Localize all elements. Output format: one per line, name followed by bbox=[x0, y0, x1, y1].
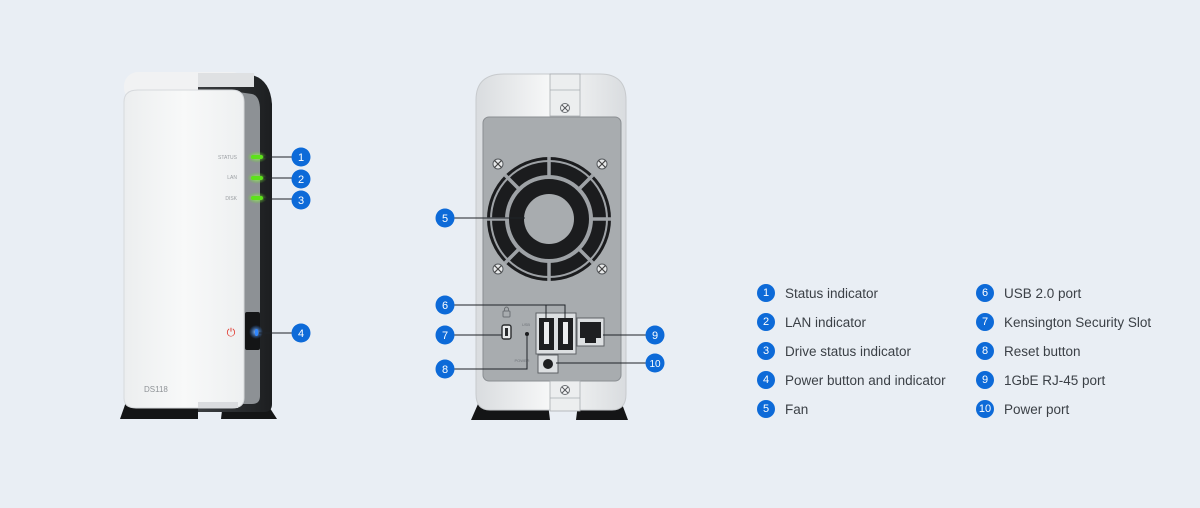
kensington-slot-hole bbox=[505, 328, 508, 336]
legend-item-status-indicator: 1 Status indicator bbox=[757, 284, 976, 302]
legend-label: Power port bbox=[1004, 401, 1070, 417]
legend-label: Reset button bbox=[1004, 343, 1081, 359]
power-jack bbox=[543, 359, 553, 369]
back-top-screw-icon bbox=[560, 103, 570, 113]
callout-10: 10 bbox=[645, 353, 665, 373]
svg-text:3: 3 bbox=[298, 195, 304, 207]
legend-item-reset-button: 8 Reset button bbox=[976, 342, 1176, 360]
legend-item-usb-port: 6 USB 2.0 port bbox=[976, 284, 1176, 302]
svg-text:8: 8 bbox=[442, 364, 448, 376]
legend-badge: 2 bbox=[757, 313, 775, 331]
panel-screw-top-left-icon bbox=[492, 158, 504, 170]
leader-line-6b bbox=[546, 304, 566, 318]
rj45-port-socket bbox=[580, 322, 601, 343]
model-label: DS118 bbox=[144, 385, 168, 394]
svg-text:5: 5 bbox=[442, 213, 448, 225]
nas-front-view: STATUS LAN DISK ⏻ DS118 bbox=[120, 72, 277, 419]
status-led bbox=[251, 155, 263, 159]
legend-label: Kensington Security Slot bbox=[1004, 314, 1152, 330]
callout-3: 3 bbox=[291, 190, 311, 210]
svg-text:1: 1 bbox=[298, 152, 304, 164]
front-panel-divider bbox=[198, 402, 238, 408]
svg-text:6: 6 bbox=[442, 300, 448, 312]
legend-label: 1GbE RJ-45 port bbox=[1004, 372, 1106, 388]
panel-screw-bottom-right-icon bbox=[596, 263, 608, 275]
reset-pinhole bbox=[525, 332, 529, 336]
callout-9: 9 bbox=[645, 325, 665, 345]
legend-badge: 9 bbox=[976, 371, 994, 389]
usb-port-label: USB bbox=[522, 322, 531, 327]
svg-text:9: 9 bbox=[652, 330, 658, 342]
led-label-status: STATUS bbox=[218, 155, 238, 161]
back-bottom-screw-icon bbox=[560, 385, 570, 395]
svg-text:7: 7 bbox=[442, 330, 448, 342]
legend-item-kensington-slot: 7 Kensington Security Slot bbox=[976, 313, 1176, 331]
legend-item-lan-indicator: 2 LAN indicator bbox=[757, 313, 976, 331]
svg-text:4: 4 bbox=[298, 328, 304, 340]
legend-label: USB 2.0 port bbox=[1004, 285, 1082, 301]
callout-4: 4 bbox=[291, 323, 311, 343]
svg-text:10: 10 bbox=[649, 359, 661, 370]
panel-screw-top-right-icon bbox=[596, 158, 608, 170]
power-icon: ⏻ bbox=[227, 327, 236, 339]
led-label-disk: DISK bbox=[225, 196, 237, 202]
legend-label: Status indicator bbox=[785, 285, 879, 301]
legend-item-power-button: 4 Power button and indicator bbox=[757, 371, 976, 389]
leader-lines bbox=[259, 156, 646, 370]
callout-7: 7 bbox=[435, 325, 455, 345]
legend-badge: 5 bbox=[757, 400, 775, 418]
legend-badge: 6 bbox=[976, 284, 994, 302]
legend-badge: 3 bbox=[757, 342, 775, 360]
legend-item-fan: 5 Fan bbox=[757, 400, 976, 418]
legend-label: Fan bbox=[785, 401, 809, 417]
lan-led bbox=[251, 176, 263, 180]
front-panel bbox=[123, 89, 245, 409]
lock-icon bbox=[502, 306, 511, 318]
leader-line-8 bbox=[454, 336, 528, 370]
fan-icon bbox=[487, 157, 611, 281]
legend-badge: 4 bbox=[757, 371, 775, 389]
callout-badges: 1 2 3 4 5 6 7 8 bbox=[291, 147, 665, 379]
callout-1: 1 bbox=[291, 147, 311, 167]
callout-2: 2 bbox=[291, 169, 311, 189]
legend-label: LAN indicator bbox=[785, 314, 867, 330]
callout-5: 5 bbox=[435, 208, 455, 228]
legend-badge: 10 bbox=[976, 400, 994, 418]
nas-back-view: USB POWER bbox=[471, 73, 628, 420]
legend-badge: 7 bbox=[976, 313, 994, 331]
power-port-label: POWER bbox=[514, 358, 529, 363]
front-top-edge bbox=[198, 73, 254, 87]
legend-badge: 1 bbox=[757, 284, 775, 302]
led-label-lan: LAN bbox=[227, 175, 237, 181]
legend-label: Power button and indicator bbox=[785, 372, 946, 388]
legend: 1 Status indicator 6 USB 2.0 port 2 LAN … bbox=[757, 284, 1176, 418]
legend-item-rj45-port: 9 1GbE RJ-45 port bbox=[976, 371, 1176, 389]
legend-badge: 8 bbox=[976, 342, 994, 360]
usb-port-1-tongue bbox=[544, 322, 549, 344]
legend-item-power-port: 10 Power port bbox=[976, 400, 1176, 418]
legend-label: Drive status indicator bbox=[785, 343, 912, 359]
legend-item-drive-status-indicator: 3 Drive status indicator bbox=[757, 342, 976, 360]
usb-port-2-tongue bbox=[563, 322, 568, 344]
svg-text:2: 2 bbox=[298, 174, 304, 186]
callout-6: 6 bbox=[435, 295, 455, 315]
power-led bbox=[255, 329, 258, 336]
panel-screw-bottom-left-icon bbox=[492, 263, 504, 275]
callout-8: 8 bbox=[435, 359, 455, 379]
disk-led bbox=[251, 196, 263, 200]
